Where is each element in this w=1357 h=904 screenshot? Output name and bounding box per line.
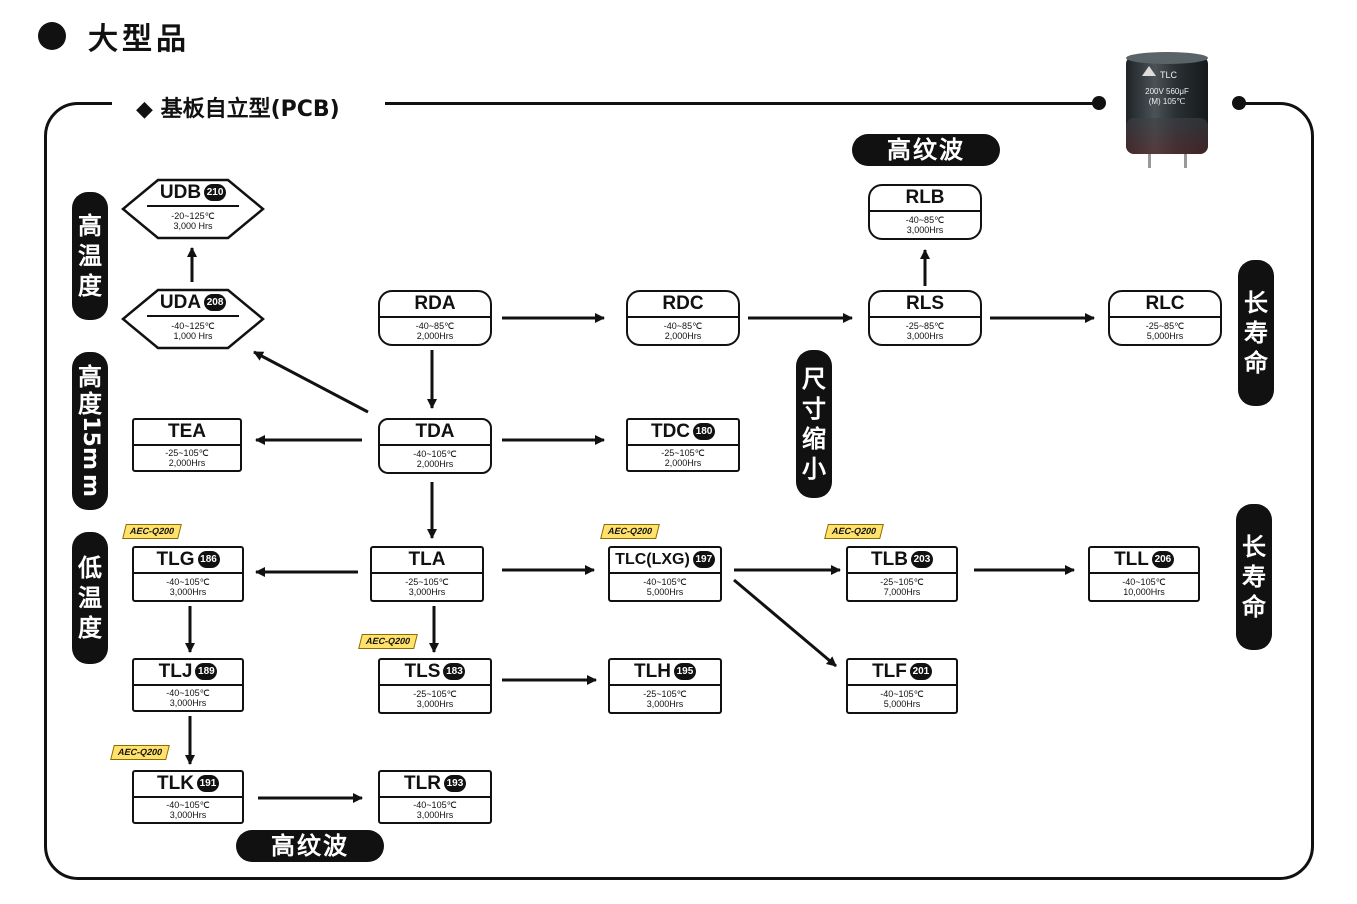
page-badge: 195 — [673, 663, 696, 681]
page-badge: 206 — [1151, 551, 1174, 569]
aec-q200-badge: AEC-Q200 — [110, 745, 170, 760]
aec-q200-badge: AEC-Q200 — [358, 634, 418, 649]
aec-q200-badge: AEC-Q200 — [600, 524, 660, 539]
page-badge: 183 — [443, 663, 466, 681]
page-badge: 208 — [204, 294, 227, 312]
arrow — [733, 578, 837, 668]
page-title: 大型品 — [88, 22, 190, 57]
page-badge: 210 — [204, 184, 227, 202]
size-reduction-label: 尺 寸 缩 小 — [796, 350, 832, 498]
long-life-label: 长 寿 命 — [1238, 260, 1274, 406]
low-temp-label: 低 温 度 — [72, 532, 108, 664]
section-rule — [385, 102, 1098, 105]
page-badge: 197 — [692, 551, 715, 569]
high-ripple-label: 高纹波 — [236, 830, 384, 862]
svg-text:TLC: TLC — [1160, 70, 1178, 80]
arrow — [253, 350, 369, 414]
long-life-label: 长 寿 命 — [1236, 504, 1272, 650]
page-badge: 186 — [197, 551, 220, 569]
aec-q200-badge: AEC-Q200 — [824, 524, 884, 539]
page-badge: 203 — [910, 551, 933, 569]
page-badge: 191 — [196, 775, 219, 793]
page-badge: 180 — [693, 423, 716, 441]
aec-q200-badge: AEC-Q200 — [122, 524, 182, 539]
rule-end-dot-icon — [1232, 96, 1246, 110]
title-bullet-icon — [38, 22, 66, 50]
svg-text:(M) 105℃: (M) 105℃ — [1149, 97, 1186, 106]
capacitor-image: TLC 200V 560μF (M) 105℃ — [1126, 52, 1208, 168]
rule-end-dot-icon — [1092, 96, 1106, 110]
brand-logo-icon — [1142, 66, 1156, 76]
high-temp-label: 高 温 度 — [72, 192, 108, 320]
high-ripple-label: 高纹波 — [852, 134, 1000, 166]
svg-text:200V 560μF: 200V 560μF — [1145, 87, 1189, 96]
page-badge: 201 — [909, 663, 932, 681]
height-15mm-label: 高 度 15 m m — [72, 352, 108, 510]
page-badge: 193 — [443, 775, 466, 793]
page-badge: 189 — [195, 663, 218, 681]
section-label: ◆ 基板自立型(PCB) — [136, 97, 340, 122]
